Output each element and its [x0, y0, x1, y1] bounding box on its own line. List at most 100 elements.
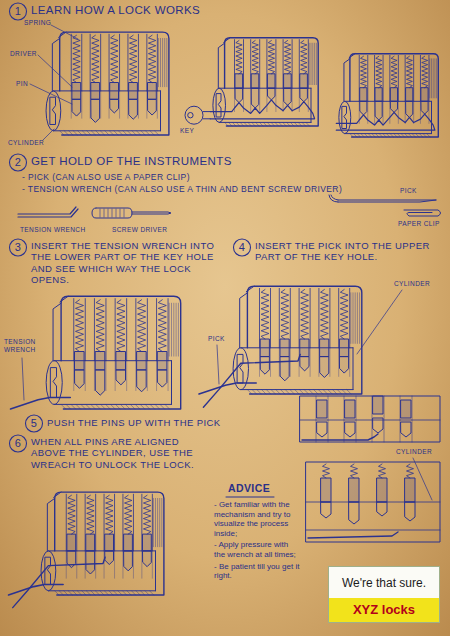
part-label: PICK: [400, 187, 417, 195]
tension-wrench: [11, 398, 71, 410]
key-pin: [377, 502, 387, 516]
part-label: DRIVER: [10, 50, 37, 58]
shading: [408, 134, 411, 137]
shading: [357, 134, 360, 137]
key-pin: [280, 357, 289, 381]
pin-chamber: [390, 55, 399, 101]
lock-housing: [60, 32, 169, 135]
shading: [165, 404, 170, 409]
spring: [281, 290, 289, 340]
shading: [316, 43, 317, 84]
shear-line: [300, 420, 440, 421]
key-pin: [96, 370, 105, 395]
driver-pin: [401, 400, 411, 418]
spring: [340, 290, 348, 340]
shading: [153, 498, 154, 546]
shading: [427, 134, 430, 137]
key-shaft: [203, 112, 210, 119]
paper-clip: [404, 210, 441, 216]
part-label: PAPER CLIP: [398, 220, 440, 228]
cylinder-face: [213, 88, 226, 122]
shading: [283, 122, 287, 126]
pin-chamber: [420, 101, 429, 123]
shading: [259, 122, 263, 126]
shading: [140, 591, 144, 595]
lock-housing: [53, 296, 68, 360]
shading: [285, 390, 289, 394]
lock-sketch: [199, 286, 362, 407]
callout-number: 4: [235, 240, 249, 254]
driver-pin: [105, 534, 113, 551]
driver-pin: [143, 534, 151, 551]
leader-line: [51, 25, 78, 39]
shading: [357, 293, 358, 344]
keyway: [51, 368, 57, 398]
shading: [159, 498, 160, 546]
shading: [73, 131, 77, 135]
part-label: CYLINDER: [396, 448, 432, 456]
shading: [323, 390, 327, 394]
keyway: [342, 106, 346, 128]
shading: [390, 134, 393, 137]
shading: [130, 404, 135, 409]
driver-pin: [235, 74, 242, 88]
shading: [416, 134, 419, 137]
spring: [96, 300, 104, 352]
cylinder-face: [339, 101, 351, 133]
pin-chamber: [372, 396, 384, 442]
shading: [262, 390, 266, 394]
shading: [135, 404, 140, 409]
shading: [248, 122, 252, 126]
shading: [91, 404, 96, 409]
driver-pin: [268, 74, 275, 88]
shading: [302, 122, 306, 126]
shading: [150, 131, 154, 135]
driver-pin: [360, 88, 367, 102]
shading: [127, 591, 131, 595]
shading: [333, 390, 337, 394]
shading: [354, 134, 357, 137]
shading: [77, 591, 81, 595]
handle-ridge: [112, 209, 113, 217]
shading: [436, 59, 437, 98]
driver-pin: [86, 534, 94, 551]
shading: [96, 131, 100, 135]
key-pin: [143, 551, 151, 567]
shading: [355, 293, 356, 344]
shading: [120, 404, 125, 409]
shading: [271, 390, 275, 394]
pin-chamber: [123, 494, 134, 551]
key-pin: [91, 99, 99, 122]
pin-chamber: [104, 551, 115, 578]
shading: [386, 134, 389, 137]
shading: [263, 122, 267, 126]
step-instruction: PUSH THE PINS UP WITH THE PICK: [47, 417, 221, 428]
shading: [368, 134, 371, 137]
shading: [433, 59, 434, 98]
underline: [226, 497, 274, 498]
shading: [150, 591, 154, 595]
driver-pin: [373, 396, 383, 414]
pin-chamber: [235, 88, 244, 111]
spring: [92, 35, 99, 82]
shading: [256, 122, 260, 126]
shading: [294, 122, 298, 126]
shading: [91, 591, 95, 595]
pin-chamber: [251, 40, 260, 89]
shading: [145, 404, 150, 409]
shading: [266, 390, 270, 394]
keyway: [45, 557, 50, 584]
shading: [299, 390, 303, 394]
shading: [55, 591, 59, 595]
shading: [150, 404, 155, 409]
instrument-note: - PICK (CAN ALSO USE A PAPER CLIP): [22, 172, 190, 182]
number-circle: [234, 239, 251, 256]
shading: [113, 591, 117, 595]
pin-chamber: [66, 494, 77, 551]
lock-sketch: [46, 32, 169, 135]
number-circle: [10, 3, 27, 20]
shading: [397, 134, 400, 137]
driver-pin: [349, 478, 359, 502]
driver-pin: [72, 83, 80, 100]
